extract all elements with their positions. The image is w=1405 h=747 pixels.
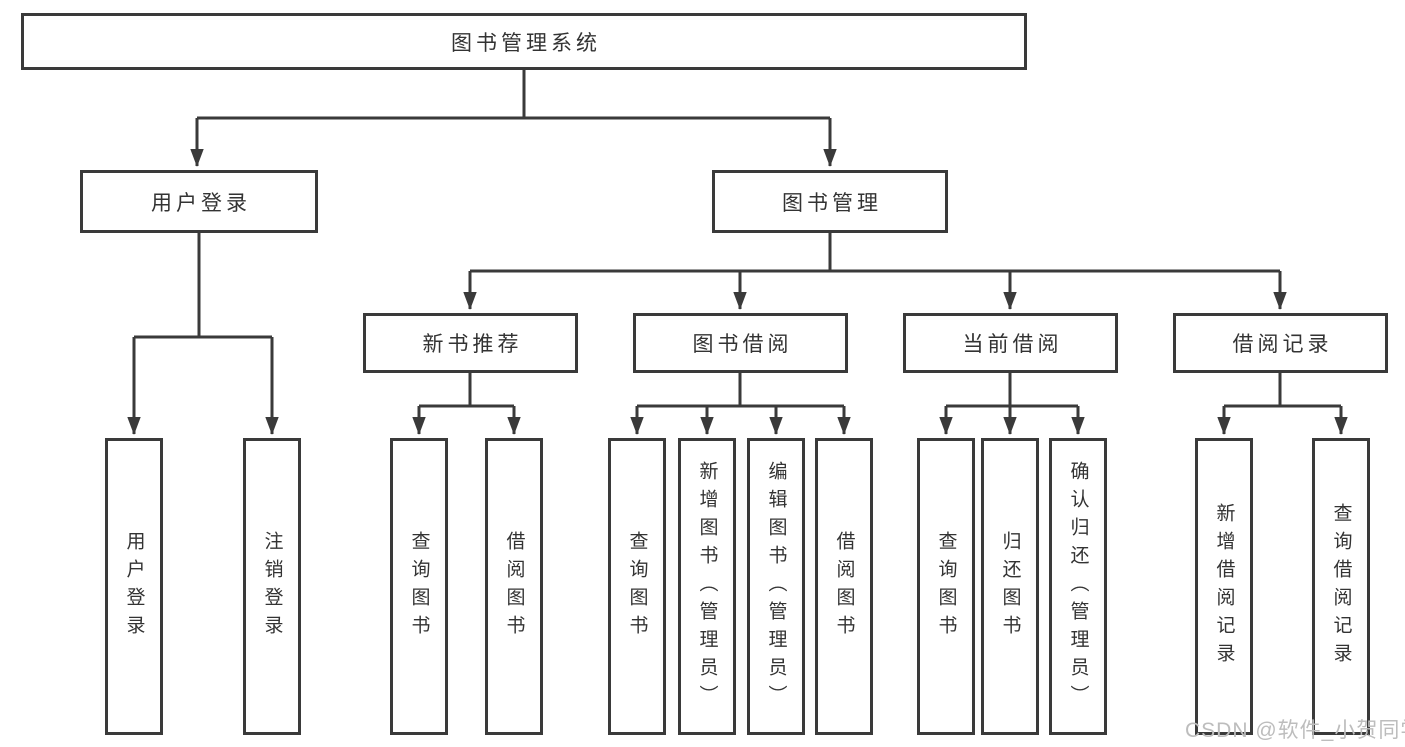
- node-current-borrow: 当前借阅: [903, 313, 1118, 373]
- leaf-label: 查询图书: [626, 530, 648, 643]
- node-label: 图书借阅: [692, 333, 793, 356]
- node-label: 图书管理系统: [451, 31, 601, 55]
- leaf-label: 新增借阅记录: [1213, 502, 1235, 671]
- leaf-return-books: 归还图书: [981, 438, 1039, 735]
- leaf-label: 借阅图书: [833, 530, 855, 643]
- leaf-query-borrow-record: 查询借阅记录: [1312, 438, 1370, 735]
- node-borrow-records: 借阅记录: [1173, 313, 1388, 373]
- leaf-query-books-recommend: 查询图书: [390, 438, 448, 735]
- node-root-system: 图书管理系统: [21, 13, 1027, 70]
- node-label: 图书管理: [782, 191, 882, 215]
- leaf-confirm-return-admin: 确认归还（管理员）: [1049, 438, 1107, 735]
- leaf-label: 注销登录: [261, 530, 283, 643]
- node-book-borrow: 图书借阅: [633, 313, 848, 373]
- leaf-query-books-current: 查询图书: [917, 438, 975, 735]
- node-label: 当前借阅: [962, 333, 1063, 356]
- node-label: 新书推荐: [422, 333, 523, 356]
- leaf-label: 借阅图书: [503, 530, 525, 643]
- leaf-label: 查询借阅记录: [1330, 502, 1352, 671]
- leaf-label: 用户登录: [123, 530, 145, 643]
- leaf-label: 归还图书: [999, 530, 1021, 643]
- leaf-user-login: 用户登录: [105, 438, 163, 735]
- node-label: 借阅记录: [1232, 333, 1333, 356]
- leaf-label: 查询图书: [935, 530, 957, 643]
- leaf-add-books-admin: 新增图书（管理员）: [678, 438, 736, 735]
- leaf-label: 查询图书: [408, 530, 430, 643]
- node-label: 用户登录: [151, 191, 251, 215]
- leaf-add-borrow-record: 新增借阅记录: [1195, 438, 1253, 735]
- node-new-book-recommend: 新书推荐: [363, 313, 578, 373]
- leaf-borrow-books-recommend: 借阅图书: [485, 438, 543, 735]
- leaf-borrow-books: 借阅图书: [815, 438, 873, 735]
- node-book-management: 图书管理: [712, 170, 948, 233]
- leaf-query-books-borrow: 查询图书: [608, 438, 666, 735]
- node-user-login: 用户登录: [80, 170, 318, 233]
- leaf-label: 编辑图书（管理员）: [765, 460, 787, 713]
- leaf-label: 确认归还（管理员）: [1067, 460, 1089, 713]
- leaf-logout: 注销登录: [243, 438, 301, 735]
- leaf-edit-books-admin: 编辑图书（管理员）: [747, 438, 805, 735]
- leaf-label: 新增图书（管理员）: [696, 460, 718, 713]
